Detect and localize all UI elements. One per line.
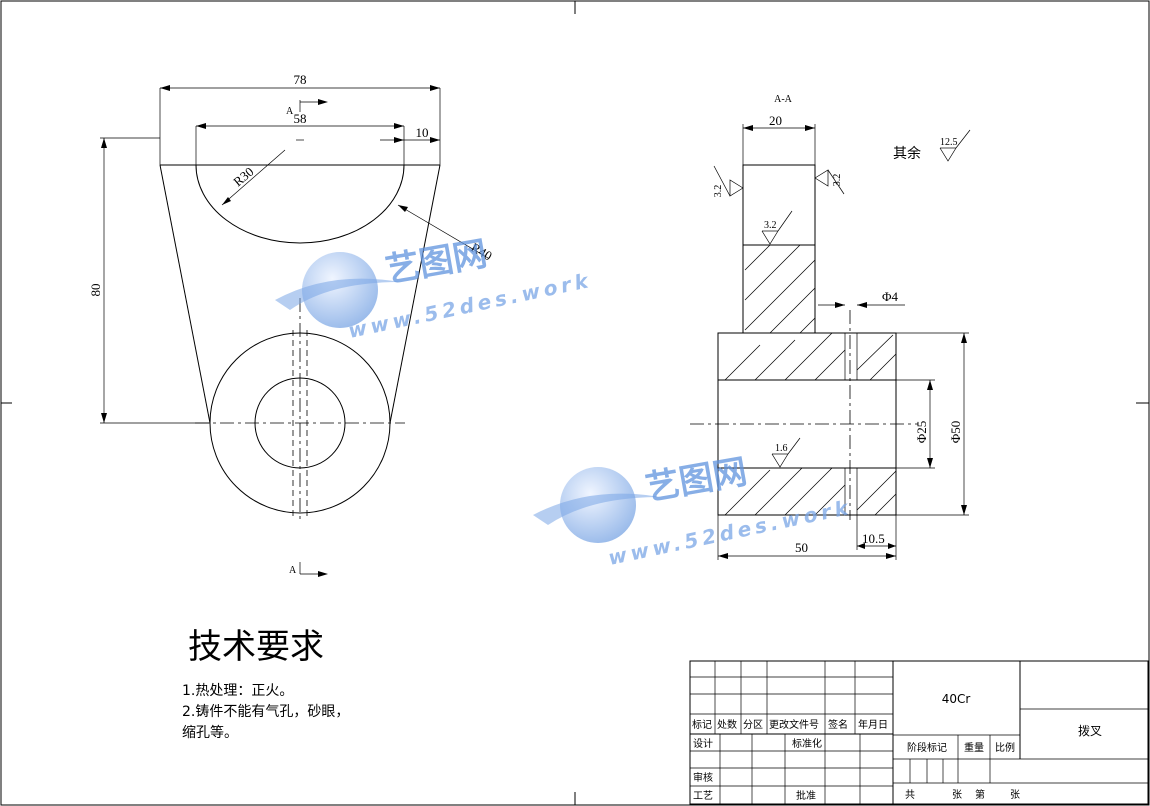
title-block: 标记 处数 分区 更改文件号 签名 年月日 设计 审核 工艺 标准化 批准 40… xyxy=(689,660,1149,805)
dim-top-width: 20 xyxy=(769,113,782,128)
label-standardize: 标准化 xyxy=(792,737,822,750)
weight-label: 重量 xyxy=(964,741,984,754)
tech-requirements-title: 技术要求 xyxy=(188,627,324,667)
roughness-upper: 3.2 xyxy=(761,210,793,245)
total-label: 共 xyxy=(905,789,915,801)
cut-marker-top: A xyxy=(286,106,294,117)
dim-inner-width: 58 xyxy=(294,111,307,126)
title-header-cell: 标记 xyxy=(692,719,712,731)
hatch-lower xyxy=(724,467,897,516)
tech-requirements: 技术要求 1.热处理：正火。 2.铸件不能有气孔，砂眼， 缩孔等。 xyxy=(182,627,349,741)
tech-requirement-line: 2.铸件不能有气孔，砂眼， xyxy=(182,704,349,720)
dim-radius-inner: R30 xyxy=(230,164,256,189)
dim-pin-hole: Φ4 xyxy=(882,289,899,304)
svg-text:3.2: 3.2 xyxy=(764,220,777,231)
section-view: A-A xyxy=(690,94,971,560)
role-review: 审核 xyxy=(693,771,713,784)
watermark-brand-upper: 艺图网 xyxy=(383,234,490,291)
roughness-rest-label: 其余 xyxy=(893,145,921,162)
roughness-rest-value: 12.5 xyxy=(940,137,958,148)
watermark-url-upper: www.52des.work xyxy=(346,268,594,343)
svg-text:3.2: 3.2 xyxy=(832,174,843,187)
tech-requirement-line: 1.热处理：正火。 xyxy=(182,683,293,699)
roughness-rest: 其余 12.5 xyxy=(893,129,971,162)
label-approve: 批准 xyxy=(796,789,816,802)
sheet-no-label: 第 xyxy=(975,788,985,801)
dim-offset: 10.5 xyxy=(862,531,885,546)
svg-text:1.6: 1.6 xyxy=(775,443,788,454)
roughness-bore: 1.6 xyxy=(771,437,801,468)
watermark-url-lower: www.52des.work xyxy=(606,495,854,570)
cut-marker-bottom: A xyxy=(289,565,297,576)
title-header-cell: 更改文件号 xyxy=(769,718,819,731)
dim-length: 50 xyxy=(795,540,808,555)
scale-label: 比例 xyxy=(995,741,1015,754)
title-header-cell: 处数 xyxy=(717,718,737,731)
role-design: 设计 xyxy=(693,737,713,750)
front-view: 78 58 10 80 R30 R40 A A xyxy=(88,72,495,577)
sheets-label: 张 xyxy=(952,789,962,801)
role-process: 工艺 xyxy=(693,790,713,802)
title-header-cell: 分区 xyxy=(743,719,763,731)
dim-bore: Φ25 xyxy=(914,421,929,444)
roughness-right: 3.2 xyxy=(814,169,845,195)
material: 40Cr xyxy=(942,692,971,706)
hatch-upper xyxy=(724,244,897,381)
tech-requirement-line: 缩孔等。 xyxy=(182,724,238,741)
dim-overall-width: 78 xyxy=(294,72,307,87)
part-name: 拨叉 xyxy=(1078,724,1102,738)
sheet-unit-label: 张 xyxy=(1010,789,1020,801)
dim-outer: Φ50 xyxy=(948,421,963,444)
watermark-brand-lower: 艺图网 xyxy=(643,452,750,509)
section-label: A-A xyxy=(774,94,793,105)
svg-text:3.2: 3.2 xyxy=(713,185,724,198)
title-header-cell: 年月日 xyxy=(858,718,888,731)
dim-lug-width: 10 xyxy=(416,125,429,140)
stage-mark-label: 阶段标记 xyxy=(907,741,947,754)
title-header-cell: 签名 xyxy=(828,718,848,731)
dim-height: 80 xyxy=(88,284,103,297)
roughness-left: 3.2 xyxy=(713,165,744,198)
watermark-upper: 艺图网 www.52des.work xyxy=(275,234,594,343)
